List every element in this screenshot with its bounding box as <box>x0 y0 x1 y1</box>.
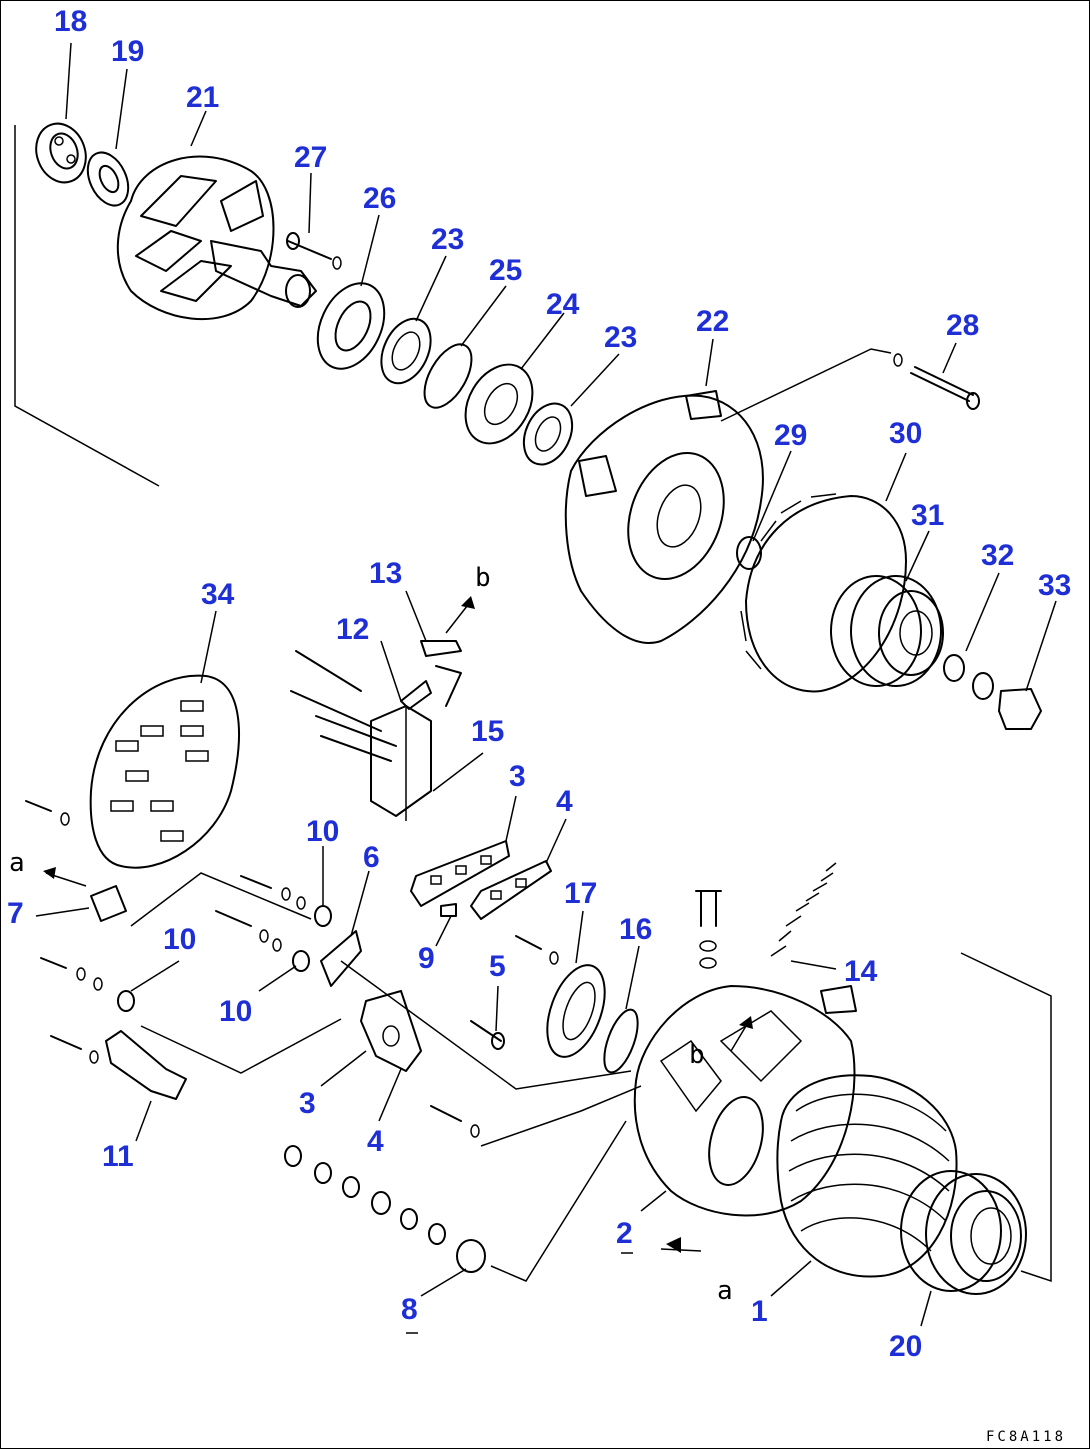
part-8-washers <box>284 1145 486 1273</box>
part-14-spring <box>770 862 837 957</box>
arrow-head-a-bottom <box>666 1237 681 1253</box>
part-vertical-bolt <box>695 890 722 969</box>
part-20-pulley <box>900 1170 1027 1295</box>
callout-3-upper: 3 <box>509 760 526 793</box>
part-6-bracket <box>320 930 362 987</box>
part-17-screws <box>515 935 559 965</box>
callout-29: 29 <box>774 419 807 452</box>
callout-1: 1 <box>751 1295 768 1328</box>
part-7-clip <box>90 885 127 922</box>
callout-10-a: 10 <box>306 815 339 848</box>
part-10-screws <box>40 875 332 1012</box>
part-9-clip <box>440 903 457 917</box>
ref-letter-b-housing: b <box>689 1040 705 1070</box>
part-3-plate-upper <box>410 840 510 907</box>
callout-23-upper: 23 <box>431 223 464 256</box>
callout-11: 11 <box>102 1140 134 1173</box>
callout-32: 32 <box>981 539 1014 572</box>
part-23-bearing-lower <box>522 402 574 466</box>
callout-18: 18 <box>54 5 87 38</box>
callout-28: 28 <box>946 309 979 342</box>
arrow-head-a-left <box>43 867 56 879</box>
part-18-bearing <box>35 122 87 184</box>
callout-17: 17 <box>564 877 597 910</box>
callout-33: 33 <box>1038 569 1071 602</box>
callout-26: 26 <box>363 182 396 215</box>
callout-14: 14 <box>844 955 878 988</box>
part-5-screw-head <box>491 1032 505 1050</box>
callout-6: 6 <box>363 841 380 874</box>
part-15-regulator <box>290 650 432 821</box>
assembly-leader-lines <box>130 872 1052 1283</box>
leader-28-housing <box>720 348 892 422</box>
callout-21: 21 <box>186 81 219 114</box>
part-4-plate-upper <box>470 860 552 920</box>
reference-letters: b a b a <box>9 563 733 1306</box>
arrow-head-b-housing <box>739 1016 753 1029</box>
part-31-pulley <box>830 575 944 687</box>
part-13-terminal <box>420 640 462 707</box>
callout-24: 24 <box>546 288 580 321</box>
part-17-seal <box>546 964 606 1058</box>
callout-8: 8 <box>401 1293 418 1326</box>
part-2-screw <box>430 1105 480 1138</box>
callout-12: 12 <box>336 613 369 646</box>
callout-22: 22 <box>696 305 729 338</box>
arrow-head-b-top <box>461 596 475 609</box>
callout-5: 5 <box>489 950 506 983</box>
callout-13: 13 <box>369 557 402 590</box>
ref-letter-a-left: a <box>9 848 25 878</box>
part-19-washer <box>86 151 130 207</box>
part-30-fan <box>740 493 907 693</box>
part-16-oring <box>603 1008 639 1074</box>
ref-letter-a-bottom: a <box>717 1276 733 1306</box>
part-34-screws <box>25 800 70 826</box>
part-3-4-rectifier-lower <box>360 990 422 1072</box>
callout-10-b: 10 <box>163 923 196 956</box>
part-33-nut <box>998 688 1042 730</box>
callout-labels: 18 19 21 27 26 23 25 24 23 22 28 29 30 3… <box>7 5 1071 1363</box>
callout-4-lower: 4 <box>367 1125 384 1158</box>
frame-line-top-left <box>14 125 160 487</box>
callout-2: 2 <box>616 1217 633 1250</box>
callout-30: 30 <box>889 417 922 450</box>
part-24-plate <box>464 363 534 445</box>
part-21-rotor <box>116 155 317 321</box>
part-11-terminal <box>50 1030 187 1100</box>
callout-leaders <box>35 42 1057 1327</box>
callout-3-lower: 3 <box>299 1087 316 1120</box>
part-22-front-housing <box>564 390 764 644</box>
callout-27: 27 <box>294 141 327 174</box>
part-34-cover <box>89 674 240 869</box>
drawing-code: FC8A118 <box>986 1429 1066 1445</box>
callout-4-upper: 4 <box>556 785 573 818</box>
callout-9: 9 <box>418 942 435 975</box>
part-12-screw <box>400 680 432 710</box>
part-23-bearing-upper <box>380 317 432 385</box>
callout-31: 31 <box>911 499 944 532</box>
ref-letter-b-top: b <box>475 563 491 593</box>
callout-10-c: 10 <box>219 995 252 1028</box>
part-29-spacer <box>736 536 762 570</box>
part-28-bolt <box>893 353 980 410</box>
part-32-washers <box>943 654 994 700</box>
part-27-screw <box>286 232 342 270</box>
part-25-ring <box>423 343 473 409</box>
callout-34: 34 <box>201 578 235 611</box>
part-1-stator <box>776 1074 958 1278</box>
part-2-rear-housing <box>633 985 857 1217</box>
callout-7: 7 <box>7 897 24 930</box>
callout-16: 16 <box>619 913 652 946</box>
part-5-screw <box>470 1020 502 1042</box>
callout-25: 25 <box>489 254 522 287</box>
callout-23-lower: 23 <box>604 321 637 354</box>
underline-marks <box>406 1252 633 1334</box>
part-26-retainer <box>316 282 386 370</box>
callout-20: 20 <box>889 1330 922 1363</box>
callout-15: 15 <box>471 715 504 748</box>
callout-19: 19 <box>111 35 144 68</box>
